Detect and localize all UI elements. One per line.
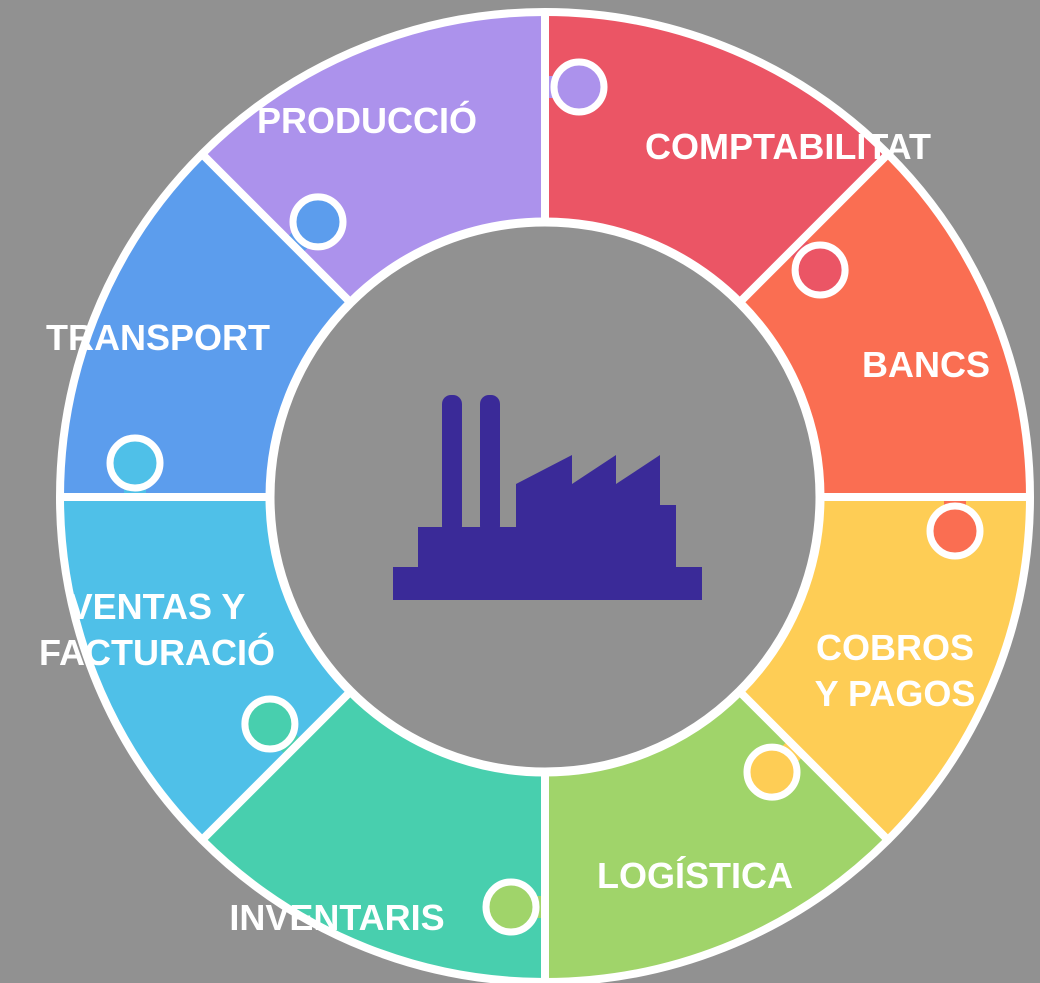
segment-label-ventas-line-1: VENTAS Y xyxy=(68,586,246,627)
factory-base xyxy=(393,567,702,600)
segment-label-comptabilitat: COMPTABILITAT xyxy=(645,126,931,167)
puzzle-tab-comptabilitat xyxy=(791,241,849,299)
segment-label-transport: TRANSPORT xyxy=(46,317,270,358)
segment-produccio xyxy=(202,12,545,303)
puzzle-tab-transport xyxy=(289,193,347,251)
segment-cobros xyxy=(739,497,1030,840)
segment-bancs xyxy=(739,154,1030,497)
segment-divider xyxy=(736,688,891,843)
segment-divider xyxy=(199,151,354,306)
segment-label-logistica: LOGÍSTICA xyxy=(597,855,793,896)
puzzle-tab-inventaris xyxy=(241,695,299,753)
segment-label-ventas-line-2: FACTURACIÓ xyxy=(39,632,275,673)
puzzle-tab-logistica xyxy=(482,878,540,936)
segment-logistica xyxy=(545,691,888,982)
segment-label-cobros-line-1: COBROS xyxy=(815,627,974,668)
segment-label-bancs: BANCS xyxy=(861,344,991,385)
segment-label-ventas-y-facturacio: VENTAS Y FACTURACIÓ xyxy=(39,584,275,676)
factory-chimney-right xyxy=(480,395,500,535)
puzzle-tab-bancs xyxy=(926,502,984,560)
segment-label-cobros-line-2: Y PAGOS xyxy=(814,673,976,714)
segment-comptabilitat xyxy=(545,12,888,303)
puzzle-tab-ventas xyxy=(106,434,164,492)
segment-divider xyxy=(199,688,354,843)
segment-inventaris xyxy=(202,691,545,982)
factory-icon xyxy=(393,395,702,600)
segment-label-inventaris: INVENTARIS xyxy=(229,897,445,938)
ring-outer-border xyxy=(56,8,1034,983)
segment-divider xyxy=(736,151,891,306)
segment-ventas xyxy=(60,497,351,840)
puzzle-tab-produccio xyxy=(550,58,608,116)
segment-transport xyxy=(60,154,351,497)
factory-chimney-left xyxy=(442,395,462,535)
segment-label-cobros-y-pagos: COBROS Y PAGOS xyxy=(815,625,976,717)
segment-label-produccio: PRODUCCIÓ xyxy=(256,100,478,141)
puzzle-tab-cobros xyxy=(743,743,801,801)
factory-upper-body xyxy=(418,527,676,572)
